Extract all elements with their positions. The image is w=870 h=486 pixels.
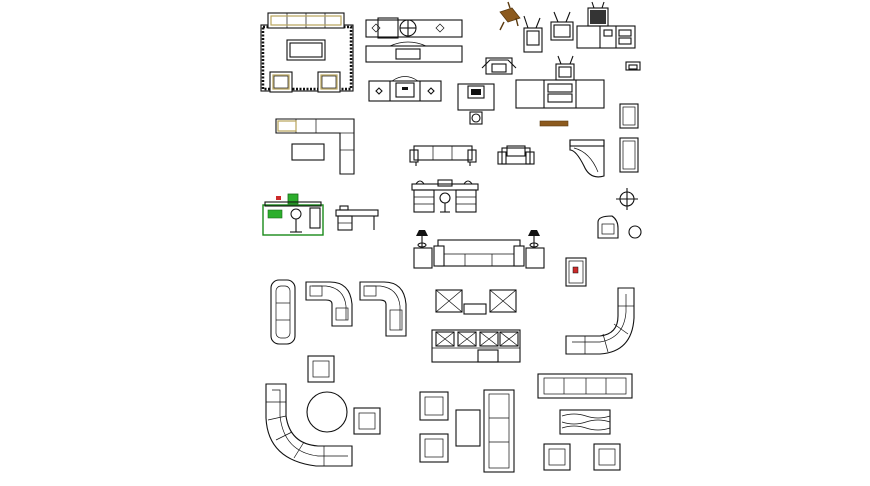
sofa-with-lamps	[413, 230, 545, 269]
round-table-with-sofa	[265, 383, 381, 467]
wooden-chair	[499, 1, 521, 31]
side-table-red	[565, 257, 587, 287]
armchairs-bottom-middle	[419, 391, 481, 463]
desk-elevation-side	[335, 205, 379, 231]
long-sofa-vertical	[483, 389, 515, 473]
living-room-set-with-rug	[260, 12, 354, 93]
long-sofa-with-coffee-table	[537, 373, 633, 471]
computer-desk	[457, 83, 495, 125]
curved-sofa-right	[565, 287, 635, 355]
three-seat-sofa-elevation	[409, 145, 477, 166]
curved-sectional-sofas	[270, 279, 407, 345]
tv-entertainment-unit-top	[365, 17, 463, 63]
grand-piano	[569, 139, 605, 178]
round-armchair-set	[431, 289, 521, 363]
office-workstation-green	[262, 193, 324, 236]
double-desk-elevation	[411, 179, 479, 213]
tv-cabinet-wide	[515, 1, 641, 109]
l-shaped-sectional-sofa	[275, 118, 355, 175]
tv-set-small	[481, 11, 574, 75]
armchair-elevation	[497, 145, 535, 165]
single-armchair	[307, 355, 335, 383]
round-table-right	[597, 188, 642, 239]
tv-entertainment-unit-front	[368, 76, 442, 102]
side-tables-right	[539, 103, 639, 173]
